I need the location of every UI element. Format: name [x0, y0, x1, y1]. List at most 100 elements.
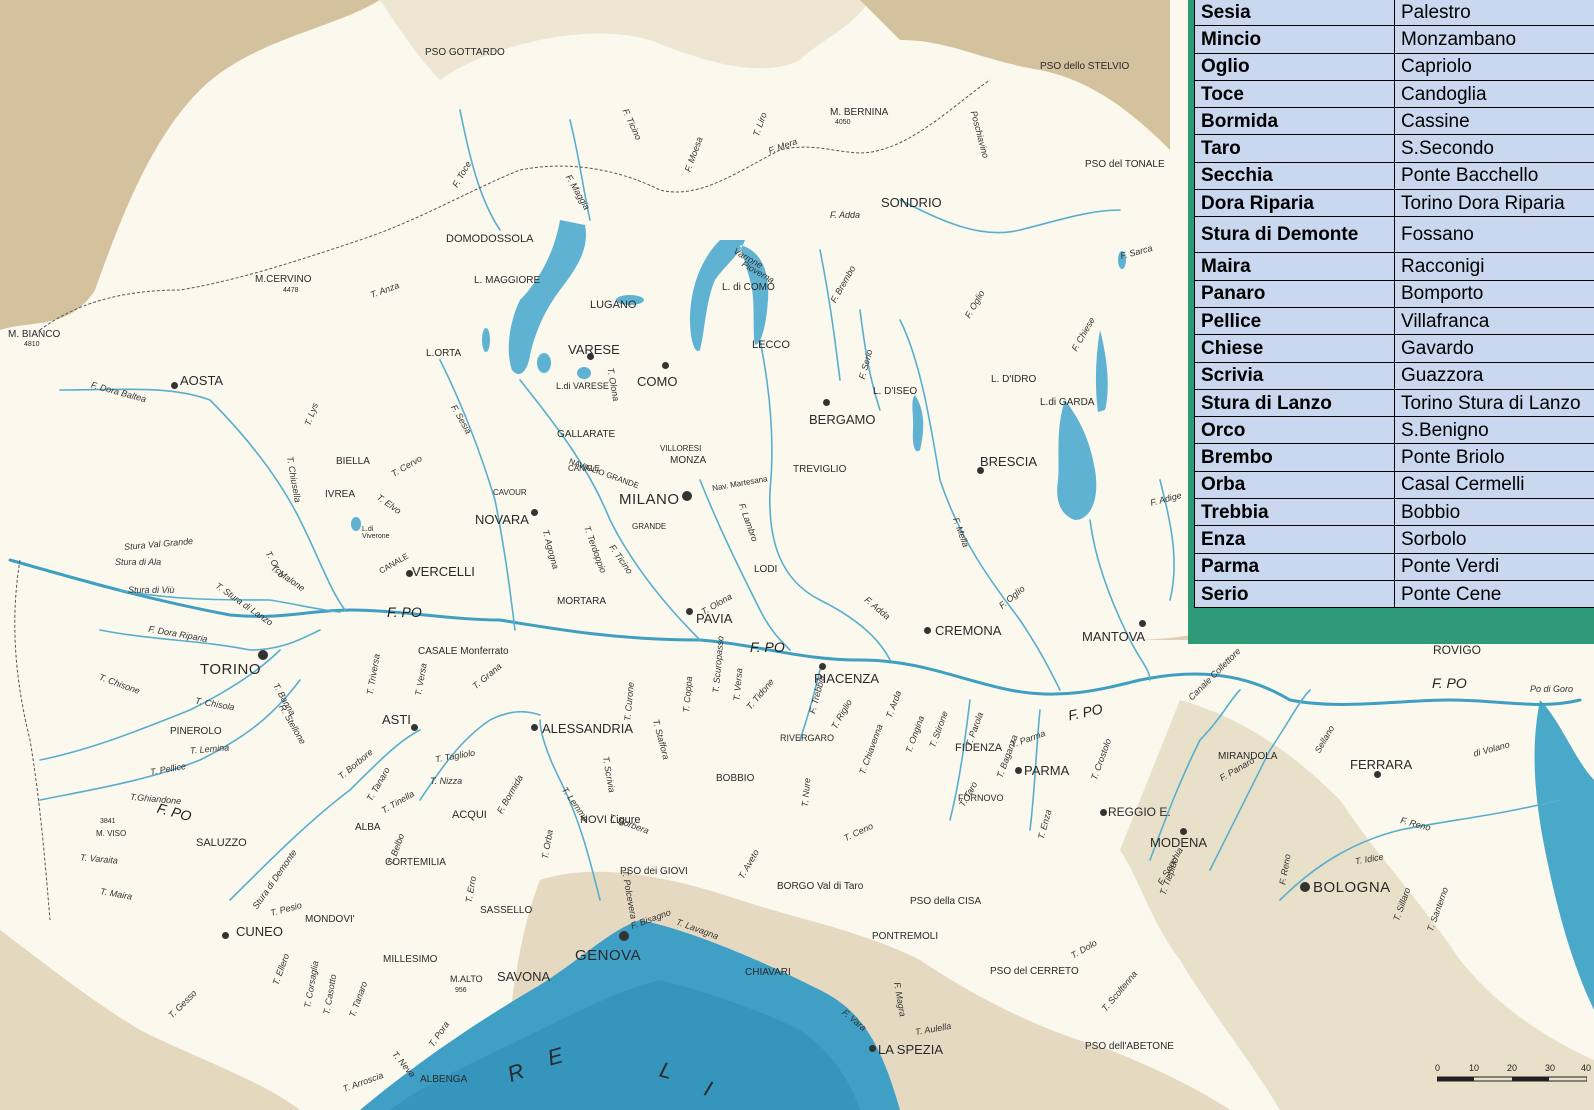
station-name-cell: Fossano	[1394, 216, 1594, 254]
city-label-alessandria: ALESSANDRIA	[542, 721, 634, 736]
relief-northwest	[0, 0, 380, 330]
canal-label-villoresi: VILLORESI	[660, 444, 702, 453]
river-name-cell: Sesia	[1194, 0, 1395, 27]
peak-label-viso: M. VISO	[96, 829, 127, 838]
city-label-saluzzo: SALUZZO	[196, 837, 247, 849]
river-name-cell: Secchia	[1194, 161, 1395, 191]
city-label-cremona: CREMONA	[935, 623, 1002, 638]
lago-maggiore	[508, 220, 586, 375]
river-pellice	[39, 649, 281, 761]
river-enza	[1029, 709, 1041, 831]
river-trebbia	[799, 669, 821, 741]
station-name-cell: Racconigi	[1394, 252, 1594, 281]
city-dot-modena	[1180, 828, 1187, 835]
scale-tick-30: 30	[1545, 1063, 1556, 1073]
peak-height-bianco: 4810	[24, 341, 40, 348]
city-label-modena: MODENA	[1150, 835, 1208, 850]
city-dot-cuneo	[222, 932, 229, 939]
peak-label-alto: M.ALTO	[450, 974, 483, 984]
river-name-cell: Toce	[1194, 79, 1395, 109]
canal-label-canale-milano: CANALE	[568, 464, 601, 473]
city-dot-novara	[531, 509, 538, 516]
city-dot-varese	[587, 353, 594, 360]
river-label-po-4: F. PO	[1432, 675, 1467, 691]
river-label-po-1: F. PO	[387, 604, 422, 620]
city-label-mondovi: MONDOVI'	[305, 914, 355, 925]
station-name-cell: S.Benigno	[1394, 416, 1594, 445]
station-name-cell: Bobbio	[1394, 498, 1594, 527]
peak-height-bernina: 4050	[835, 119, 851, 126]
city-label-aosta: AOSTA	[180, 373, 224, 388]
peak-height-viso: 3841	[100, 818, 116, 825]
river-name-cell: Oglio	[1194, 52, 1395, 81]
river-panaro	[1209, 689, 1311, 871]
city-label-gallarate: GALLARATE	[557, 429, 616, 440]
river-bormida	[419, 710, 541, 801]
lago-d-orta	[482, 328, 490, 352]
city-label-varese: VARESE	[568, 342, 620, 357]
city-label-savona: SAVONA	[497, 969, 551, 984]
city-label-brescia: BRESCIA	[980, 454, 1038, 469]
city-label-ferrara: FERRARA	[1350, 757, 1413, 772]
city-label-bergamo: BERGAMO	[809, 412, 876, 427]
lago-di-varese	[537, 353, 551, 373]
french-border	[14, 559, 51, 921]
lago-di-garda	[1057, 330, 1108, 520]
city-label-la-spezia: LA SPEZIA	[878, 1042, 944, 1057]
river-po	[8, 558, 1582, 706]
lake-label-como: L. di COMO	[722, 282, 775, 293]
city-dot-como	[662, 362, 669, 369]
city-label-torino: TORINO	[200, 661, 262, 678]
station-name-cell: Sorbolo	[1394, 525, 1594, 554]
city-dot-genova	[619, 931, 629, 941]
city-dot-milano	[682, 491, 692, 501]
lago-di-viverone	[351, 517, 361, 531]
sea-areas	[360, 700, 1594, 1110]
pass-label-cerreto: PSO del CERRETO	[990, 966, 1079, 977]
river-name-cell: Brembo	[1194, 443, 1395, 472]
city-label-rivergaro: RIVERGARO	[780, 733, 835, 743]
relief-alpi-marittime	[0, 930, 300, 1110]
river-name-cell: Maira	[1194, 252, 1395, 281]
river-dora-baltea	[59, 388, 346, 611]
station-name-cell: Torino Dora Riparia	[1394, 189, 1594, 218]
station-name-cell: Ponte Bacchello	[1394, 161, 1594, 191]
city-label-albenga: ALBENGA	[420, 1074, 468, 1085]
city-label-cuneo: CUNEO	[236, 924, 283, 939]
station-name-cell: Casal Cermelli	[1394, 470, 1594, 500]
city-label-pontremoli: PONTREMOLI	[872, 931, 939, 942]
canal-label-cavour: CAVOUR	[493, 488, 527, 497]
city-label-novi: NOVI Ligure	[580, 814, 641, 826]
lake-label-iseo: L. D'ISEO	[873, 386, 918, 397]
river-serio	[859, 309, 881, 411]
river-adda-valtellina	[899, 199, 1121, 234]
city-label-casale: CASALE Monferrato	[418, 646, 509, 657]
city-label-rovigo: ROVIGO	[1433, 643, 1482, 657]
city-label-bologna: BOLOGNA	[1313, 879, 1391, 896]
river-taro	[949, 699, 971, 821]
city-dot-bologna	[1300, 882, 1310, 892]
lago-di-como	[690, 240, 769, 351]
relief-north	[380, 0, 870, 80]
station-name-cell: Candoglia	[1394, 79, 1594, 109]
station-name-cell: Guazzora	[1394, 361, 1594, 390]
city-label-sondrio: SONDRIO	[881, 195, 942, 210]
city-dot-aosta	[171, 382, 178, 389]
